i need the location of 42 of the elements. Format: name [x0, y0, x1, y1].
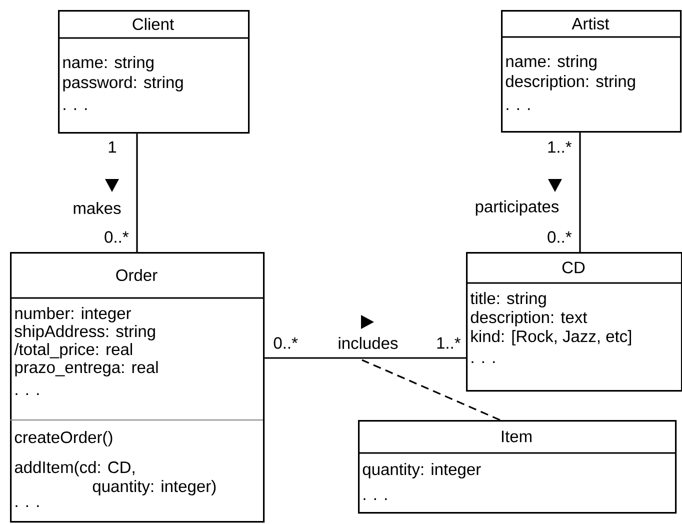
class-name: CD — [562, 262, 585, 274]
class-name: Item — [502, 430, 532, 442]
attribute-text: . . . — [472, 361, 495, 363]
attribute-text: password: string — [63, 76, 183, 92]
edge-label: includes — [336, 336, 400, 350]
attribute-text: . . . — [506, 108, 530, 110]
multiplicity-label: 1..* — [548, 141, 572, 153]
attribute-text: name: string — [63, 56, 154, 72]
class-name: Client — [132, 18, 174, 30]
class-box — [10, 252, 265, 523]
multiplicity-label: 0..* — [548, 231, 572, 243]
attribute-text: . . . — [16, 393, 39, 395]
operation-text: . . . — [16, 505, 39, 507]
class-box — [466, 252, 682, 392]
multiplicity-label: 0..* — [104, 231, 129, 243]
class-name: Artist — [572, 17, 610, 30]
multiplicity-label: 0..* — [274, 337, 298, 349]
class-box — [501, 10, 682, 133]
attribute-text: . . . — [64, 108, 87, 110]
association-class-line — [362, 359, 500, 421]
attribute-text: title: string — [470, 292, 546, 308]
attribute-text: . . . — [364, 498, 387, 500]
attribute-text: prazo_entrega: real — [15, 361, 158, 376]
attribute-text: description: string — [506, 75, 635, 90]
edge-label: participates — [474, 199, 560, 217]
multiplicity-label: 1..* — [437, 337, 461, 349]
attribute-text: /total_price: real — [14, 343, 132, 358]
association-line — [264, 357, 466, 359]
association-line — [136, 134, 138, 252]
operation-text: createOrder() — [14, 431, 112, 446]
attribute-text: quantity: integer — [362, 463, 481, 478]
edge-label: makes — [72, 200, 122, 216]
attribute-text: description: text — [470, 311, 588, 326]
attribute-text: shipAddress: string — [14, 325, 155, 340]
class-box — [358, 420, 677, 514]
class-name: Order — [116, 268, 158, 282]
class-box — [58, 10, 250, 134]
attribute-text: number: integer — [15, 307, 131, 322]
association-line — [579, 132, 581, 252]
operation-text: addItem(cd: CD, quantity: integer) — [14, 461, 216, 496]
attribute-text: name: string — [506, 55, 596, 70]
attribute-text: kind: [Rock, Jazz, etc] — [471, 330, 632, 346]
